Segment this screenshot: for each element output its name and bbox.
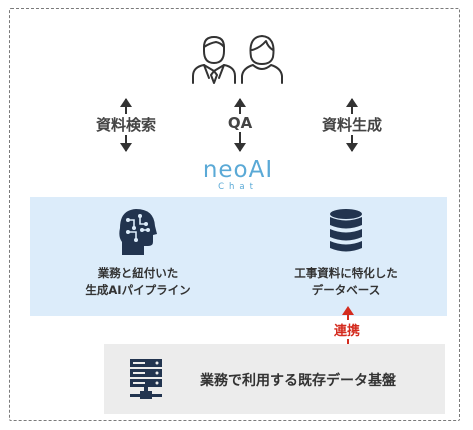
server-icon: [130, 359, 162, 399]
pipeline-label: 業務と紐付いた 生成AIパイプライン: [63, 265, 213, 299]
link-label: 連携: [333, 320, 362, 339]
action-label-generate: 資料生成: [317, 114, 387, 135]
infra-label: 業務で利用する既存データ基盤: [200, 373, 396, 389]
database-label-line1: 工事資料に特化した: [294, 266, 398, 280]
database-icon: [330, 209, 362, 252]
action-label-qa: QA: [220, 114, 260, 132]
diagram-frame: [9, 8, 460, 421]
ai-head-icon: [119, 209, 157, 255]
logo-sub-text: Chat: [218, 182, 258, 192]
logo-main-text: neoAI: [202, 157, 274, 183]
platform-band: [30, 197, 447, 316]
database-label-line2: データベース: [311, 283, 381, 297]
businessman-icon: [192, 36, 236, 84]
action-label-search: 資料検索: [91, 114, 161, 135]
neoai-chat-logo: neoAI Chat: [196, 158, 280, 194]
database-label: 工事資料に特化した データベース: [271, 265, 421, 299]
pipeline-label-line1: 業務と紐付いた: [97, 266, 179, 280]
woman-icon: [241, 35, 283, 84]
pipeline-label-line2: 生成AIパイプライン: [85, 283, 191, 297]
